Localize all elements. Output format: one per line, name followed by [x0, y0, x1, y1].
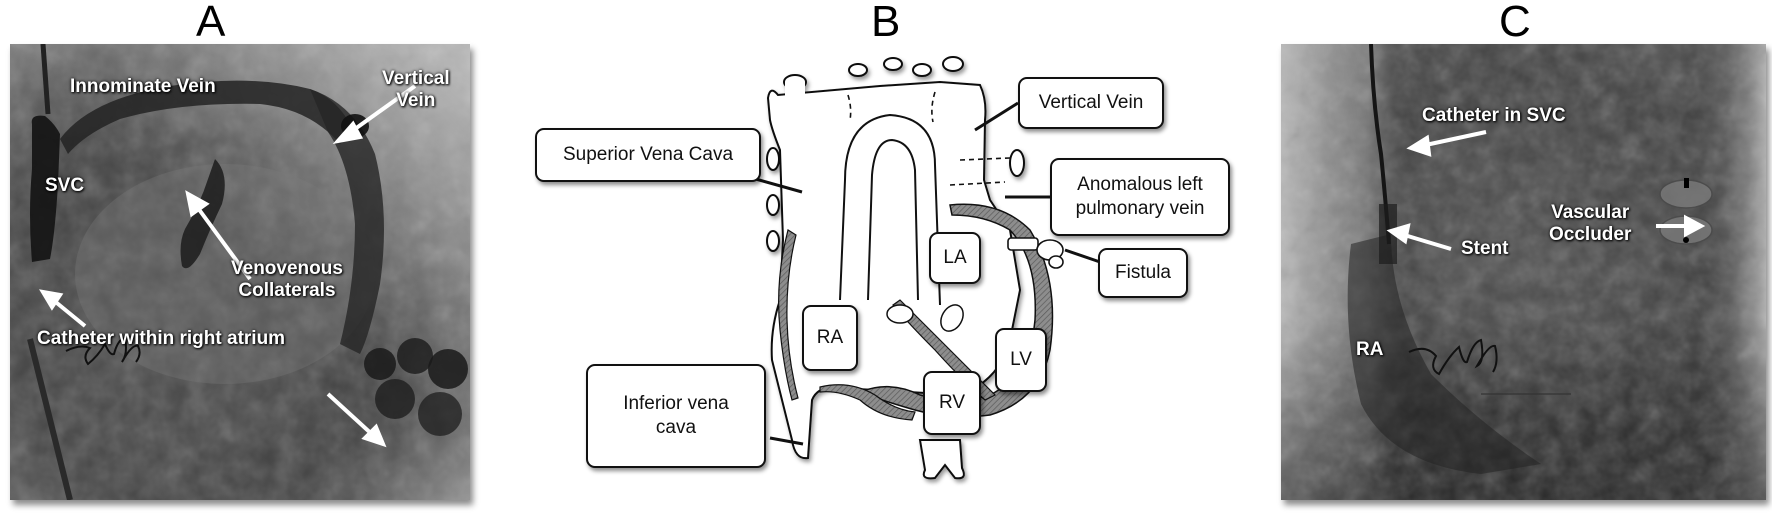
- box-ra: RA: [802, 305, 858, 371]
- box-lv-text: LV: [1010, 349, 1032, 370]
- box-la-text: LA: [943, 247, 967, 268]
- box-vertical-vein-text: Vertical Vein: [1038, 92, 1144, 113]
- box-vertical-vein: Vertical Vein: [1018, 77, 1164, 129]
- box-superior-vena-cava: Superior Vena Cava: [535, 128, 761, 182]
- tricuspid-valve: [886, 304, 914, 324]
- box-rv-text: RV: [938, 392, 966, 413]
- box-inferior-vena-cava: Inferior vena cava: [586, 364, 766, 468]
- catheter-svc-line: [40, 44, 51, 115]
- heart-outline: [766, 80, 1022, 460]
- angiogram-c-drawing: [1281, 44, 1766, 500]
- panel-a-angiogram-frame: Innominate Vein Vertical Vein SVC Venove…: [10, 44, 470, 500]
- label-vascular-occluder: Vascular Occluder: [1549, 202, 1632, 245]
- catheter-ra-line: [27, 338, 73, 500]
- box-superior-vena-cava-text: Superior Vena Cava: [562, 144, 734, 165]
- panel-letter-c: C: [1499, 0, 1531, 46]
- panel-c-angiogram: Catheter in SVC Stent Vascular Occluder …: [1281, 44, 1766, 500]
- panel-letter-a: A: [196, 0, 226, 46]
- mitral-valve: [940, 304, 964, 332]
- fistula-shape: [1007, 237, 1064, 269]
- panel-letter-b: B: [871, 0, 901, 46]
- box-anomalous-left-pulmonary-vein: Anomalous left pulmonary vein: [1050, 158, 1230, 236]
- annotation-arrows: [39, 84, 417, 448]
- pacing-wire: [65, 336, 141, 366]
- box-lv: LV: [995, 328, 1047, 392]
- box-rv: RV: [923, 371, 981, 435]
- stent-shape: [1379, 204, 1397, 264]
- box-fistula: Fistula: [1098, 248, 1188, 298]
- angiogram-a-drawing: [10, 44, 470, 500]
- annotation-arrows: [1386, 130, 1706, 251]
- label-vertical-vein: Vertical Vein: [382, 68, 450, 111]
- label-stent: Stent: [1461, 238, 1509, 259]
- label-venovenous-collaterals: Venovenous Collaterals: [231, 258, 343, 301]
- label-catheter-right-atrium: Catheter within right atrium: [37, 328, 286, 349]
- right-atrium-wall: [778, 229, 799, 401]
- box-anomalous-left-pulmonary-vein-text: Anomalous left pulmonary vein: [1075, 174, 1205, 219]
- pacing-wire: [1408, 338, 1498, 376]
- label-catheter-in-svc: Catheter in SVC: [1422, 105, 1566, 126]
- label-innominate-vein: Innominate Vein: [70, 76, 216, 97]
- box-ra-text: RA: [816, 327, 844, 348]
- aortic-arch: [839, 113, 941, 306]
- box-fistula-text: Fistula: [1115, 262, 1171, 283]
- box-la: LA: [929, 232, 981, 284]
- box-inferior-vena-cava-text: Inferior vena cava: [623, 393, 729, 438]
- label-svc: SVC: [45, 175, 85, 196]
- label-ra: RA: [1356, 339, 1384, 360]
